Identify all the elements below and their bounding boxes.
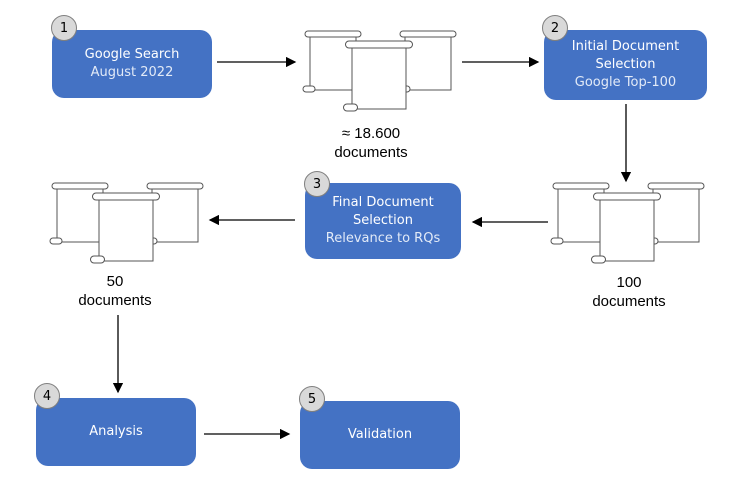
step-number-badge: 1: [51, 15, 77, 41]
document-unit: documents: [78, 292, 152, 309]
step-google-search: Google Search August 2022: [52, 30, 212, 98]
step-number-badge: 5: [299, 386, 325, 412]
step-initial-selection: Initial Document Selection Google Top-10…: [544, 30, 707, 100]
step-title: Final Document Selection: [332, 195, 434, 228]
step-number-badge: 3: [304, 171, 330, 197]
scroll-stack-icon: [302, 30, 457, 112]
document-count: 100: [616, 274, 642, 291]
document-count-label: 50 documents: [60, 272, 170, 310]
document-count-label: ≈ 18.600 documents: [316, 124, 426, 162]
document-unit: documents: [334, 144, 408, 161]
step-subtitle: Relevance to RQs: [325, 231, 441, 246]
step-title: Initial Document Selection: [571, 39, 680, 72]
document-unit: documents: [592, 293, 666, 310]
step-subtitle: August 2022: [90, 65, 174, 80]
step-title: Google Search: [84, 47, 180, 62]
step-analysis: Analysis: [36, 398, 196, 466]
scroll-stack-icon: [550, 182, 705, 264]
step-final-selection: Final Document Selection Relevance to RQ…: [305, 183, 461, 259]
step-subtitle: Google Top-100: [574, 75, 677, 90]
document-count-label: 100 documents: [574, 273, 684, 311]
step-number-badge: 4: [34, 383, 60, 409]
step-title: Analysis: [89, 424, 143, 439]
step-number-badge: 2: [542, 15, 568, 41]
document-count: 50: [106, 273, 124, 290]
step-title: Validation: [347, 427, 413, 442]
scroll-stack-icon: [49, 182, 204, 264]
document-count: ≈ 18.600: [341, 125, 401, 142]
step-validation: Validation: [300, 401, 460, 469]
